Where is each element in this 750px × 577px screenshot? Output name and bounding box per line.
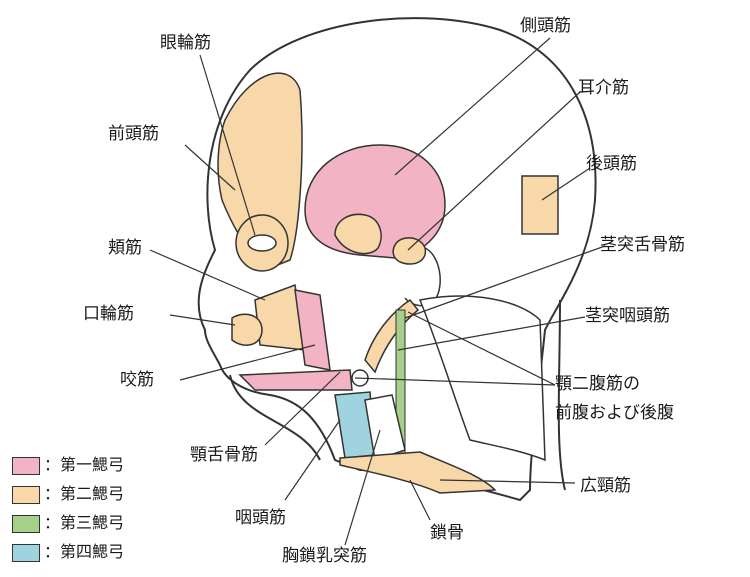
occipital-muscle — [521, 175, 559, 235]
eye — [247, 234, 277, 252]
neck-line — [229, 374, 321, 461]
orange-swatch-icon — [12, 486, 40, 504]
label-digastric-line2: 前腹および後腹 — [555, 403, 674, 423]
mylohyoid-muscle — [238, 369, 353, 391]
frontal-muscle — [217, 72, 303, 271]
back-neck — [557, 299, 566, 491]
sternocleidomastoid-muscle — [364, 394, 406, 461]
label-pharyngeal: 咽頭筋 — [235, 508, 286, 528]
orbicularis-oris — [231, 313, 263, 346]
legend-item-1: ：第一鰓弓 — [44, 455, 125, 474]
legend-item-2: ：第二鰓弓 — [44, 484, 125, 503]
temporal-inner — [334, 213, 382, 255]
label-temporalis: 側頭筋 — [520, 16, 571, 36]
green-swatch-icon — [12, 515, 40, 533]
pink-swatch-icon — [12, 457, 40, 475]
label-orbicularis-oculi: 眼輪筋 — [160, 33, 211, 53]
label-masseter: 咬筋 — [120, 370, 154, 390]
platysma-muscle — [339, 451, 497, 494]
label-clavicle: 鎖骨 — [430, 523, 464, 543]
label-platysma: 広頸筋 — [580, 476, 631, 496]
neck-muscle-band — [418, 295, 546, 462]
ear — [392, 237, 427, 265]
label-mylohyoid: 顎舌骨筋 — [190, 445, 258, 465]
label-occipitalis: 後頭筋 — [586, 154, 637, 174]
label-sternocleidomastoid: 胸鎖乳突筋 — [282, 546, 367, 566]
label-stylohyoid: 茎突舌骨筋 — [600, 235, 685, 255]
legend-item-4: ：第四鰓弓 — [44, 542, 125, 561]
legend-item-3: ：第三鰓弓 — [44, 513, 125, 532]
leader-lines — [149, 37, 606, 546]
blue-swatch-icon — [12, 544, 40, 562]
label-auricular: 耳介筋 — [578, 78, 629, 98]
label-stylopharyngeus: 茎突咽頭筋 — [585, 306, 670, 326]
label-digastric-line1: 顎二腹筋の — [555, 374, 640, 394]
label-buccinator: 頬筋 — [108, 238, 142, 258]
masseter-muscle — [294, 289, 331, 371]
label-orbicularis-oris: 口輪筋 — [83, 304, 134, 324]
label-frontalis: 前頭筋 — [108, 124, 159, 144]
